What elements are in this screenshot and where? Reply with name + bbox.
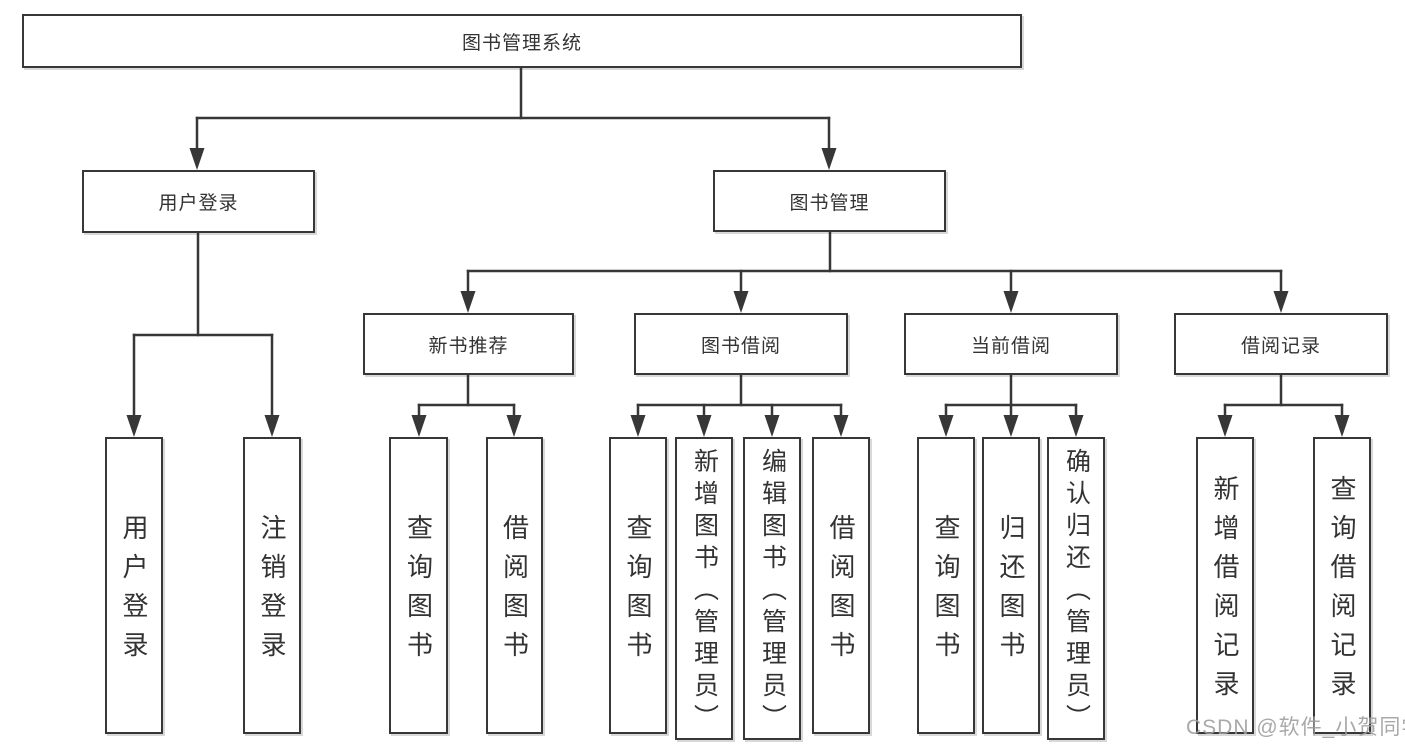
node-book-mgmt-label: 图书管理 bbox=[789, 192, 870, 214]
node-new-books-label: 新书推荐 bbox=[428, 335, 509, 357]
leaf-current-return-label: 归还图书 bbox=[996, 514, 1026, 670]
node-book-borrow-label: 图书借阅 bbox=[700, 335, 781, 357]
watermark-text: CSDN @软件_小贺同学 bbox=[1186, 716, 1405, 739]
node-borrow-records: 借阅记录 bbox=[1174, 313, 1388, 375]
leaf-borrow-add-admin-label: 新增图书（管理员） bbox=[690, 448, 719, 736]
connector-user-login-children bbox=[126, 231, 280, 437]
leaf-records-query-label: 查询借阅记录 bbox=[1327, 475, 1357, 709]
leaf-current-confirm-admin-label: 确认归还（管理员） bbox=[1062, 448, 1091, 736]
leaf-records-query: 查询借阅记录 bbox=[1313, 437, 1371, 734]
leaf-borrow-add-admin: 新增图书（管理员） bbox=[675, 437, 733, 740]
leaf-borrow-query: 查询图书 bbox=[609, 437, 667, 734]
leaf-current-confirm-admin: 确认归还（管理员） bbox=[1047, 437, 1105, 740]
node-book-mgmt: 图书管理 bbox=[713, 170, 946, 232]
node-book-borrow: 图书借阅 bbox=[634, 313, 848, 375]
leaf-borrow-query-label: 查询图书 bbox=[623, 514, 653, 670]
connector-root-to-level2 bbox=[189, 66, 837, 170]
leaf-current-query: 查询图书 bbox=[917, 437, 975, 734]
leaf-newbooks-query-label: 查询图书 bbox=[403, 514, 434, 670]
node-current-borrow: 当前借阅 bbox=[904, 313, 1118, 375]
connector-book-borrow-children bbox=[630, 373, 849, 437]
leaf-user-login-label: 用户登录 bbox=[119, 514, 149, 670]
connector-book-mgmt-children bbox=[460, 230, 1289, 313]
leaf-logout: 注销登录 bbox=[243, 437, 301, 734]
leaf-records-add-label: 新增借阅记录 bbox=[1210, 475, 1240, 709]
node-user-login-label: 用户登录 bbox=[158, 193, 239, 214]
leaf-borrow-edit-admin: 编辑图书（管理员） bbox=[743, 437, 801, 740]
leaf-current-query-label: 查询图书 bbox=[931, 514, 961, 670]
leaf-borrow-borrow-label: 借阅图书 bbox=[826, 514, 856, 670]
leaf-user-login: 用户登录 bbox=[105, 437, 163, 734]
leaf-newbooks-borrow: 借阅图书 bbox=[486, 437, 543, 734]
connector-current-borrow-children bbox=[938, 373, 1084, 437]
leaf-current-return: 归还图书 bbox=[982, 437, 1040, 734]
node-user-login: 用户登录 bbox=[82, 170, 315, 233]
node-root-label: 图书管理系统 bbox=[461, 32, 582, 54]
leaf-records-add: 新增借阅记录 bbox=[1196, 437, 1254, 734]
node-borrow-records-label: 借阅记录 bbox=[1240, 335, 1321, 357]
node-root: 图书管理系统 bbox=[22, 14, 1022, 68]
leaf-borrow-edit-admin-label: 编辑图书（管理员） bbox=[758, 448, 787, 736]
leaf-logout-label: 注销登录 bbox=[257, 514, 287, 670]
leaf-borrow-borrow: 借阅图书 bbox=[812, 437, 870, 734]
node-current-borrow-label: 当前借阅 bbox=[970, 335, 1051, 357]
leaf-newbooks-borrow-label: 借阅图书 bbox=[499, 514, 530, 670]
connector-borrow-records-children bbox=[1217, 373, 1350, 437]
connector-new-books-children bbox=[411, 373, 522, 437]
node-new-books: 新书推荐 bbox=[363, 313, 574, 375]
leaf-newbooks-query: 查询图书 bbox=[389, 437, 448, 734]
